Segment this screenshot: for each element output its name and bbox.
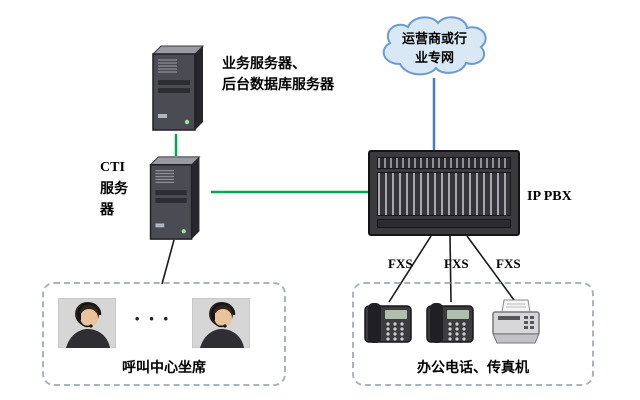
fxs-port-label: FXS bbox=[388, 256, 413, 271]
desk-phone-icon bbox=[364, 300, 412, 346]
link-ctiserver-to-callcenter bbox=[161, 239, 175, 285]
call-center-label: 呼叫中心坐席 bbox=[122, 361, 206, 376]
link-ippbx-to-phone1 bbox=[388, 235, 432, 303]
cti-server-label-line1: CTI bbox=[100, 160, 125, 175]
office-devices-label: 办公电话、传真机 bbox=[417, 361, 529, 376]
app-server-label-line1: 业务服务器、 bbox=[222, 57, 306, 72]
link-ippbx-to-phone2 bbox=[449, 235, 452, 303]
cloud-label: 运营商或行 业专网 bbox=[372, 12, 497, 80]
cti-server-label-line2: 服务 bbox=[100, 181, 128, 197]
cti-server-icon bbox=[140, 153, 208, 243]
cloud-icon: 运营商或行 业专网 bbox=[372, 12, 497, 80]
fax-machine-icon bbox=[490, 298, 542, 346]
app-server-icon bbox=[143, 42, 211, 134]
pbx-card-slots bbox=[377, 172, 511, 216]
app-server-label: 业务服务器、 后台数据库服务器 bbox=[222, 54, 334, 96]
cloud-label-line2: 业专网 bbox=[414, 50, 454, 65]
cti-server-label: CTI 服务 器 bbox=[100, 157, 128, 222]
app-server-label-line2: 后台数据库服务器 bbox=[222, 78, 334, 93]
call-center-group bbox=[42, 282, 286, 386]
desk-phone-icon bbox=[426, 300, 474, 346]
agents-ellipsis: ··· bbox=[133, 306, 177, 331]
call-center-agent-photo bbox=[58, 298, 116, 348]
fxs-port-label: FXS bbox=[496, 256, 521, 271]
call-center-agent-photo bbox=[192, 298, 250, 348]
cti-server-label-line3: 器 bbox=[100, 203, 114, 219]
fxs-port-label: FXS bbox=[444, 256, 469, 271]
pbx-slot-row-top bbox=[377, 157, 511, 169]
link-ippbx-to-fax bbox=[466, 235, 515, 301]
ip-pbx-chassis-icon bbox=[368, 150, 520, 236]
pbx-base-panel bbox=[377, 219, 511, 228]
ip-pbx-label: IP PBX bbox=[527, 189, 572, 204]
cloud-label-line1: 运营商或行 bbox=[401, 30, 467, 46]
office-devices-group bbox=[352, 282, 594, 386]
